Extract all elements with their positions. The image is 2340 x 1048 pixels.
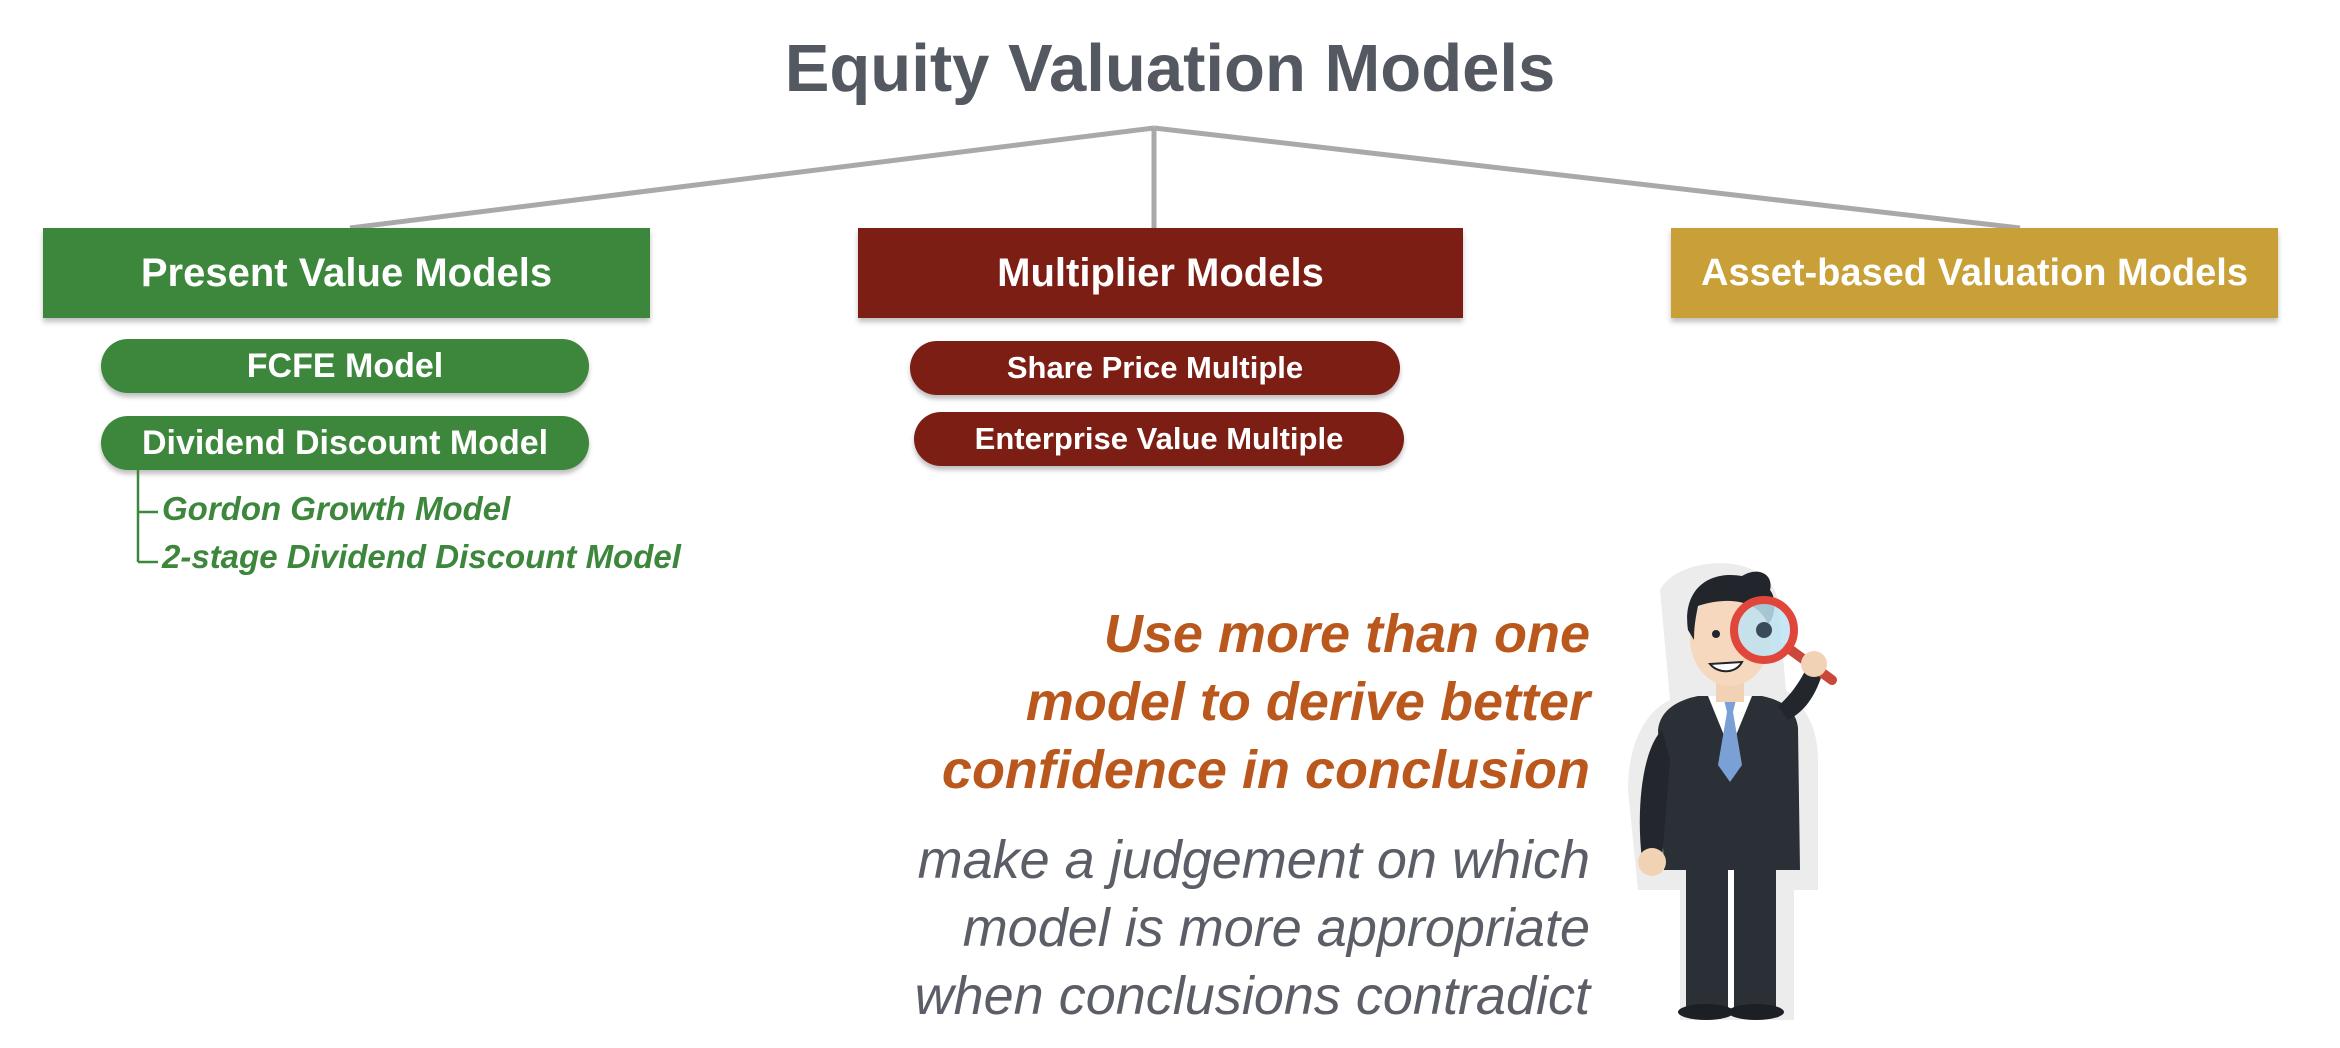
connector-left <box>349 125 1155 231</box>
model-enterprise-value-multiple: Enterprise Value Multiple <box>914 412 1404 466</box>
diagram-title: Equity Valuation Models <box>784 31 1556 106</box>
model-fcfe: FCFE Model <box>101 339 589 393</box>
secondary-message-line: model is more appropriate <box>962 898 1590 958</box>
key-message-line: confidence in conclusion <box>941 740 1590 800</box>
sub-model-two-stage-ddm: 2-stage Dividend Discount Model <box>162 538 681 575</box>
key-message-line: Use more than one <box>1103 604 1590 664</box>
category-multiplier-models: Multiplier Models <box>858 228 1463 318</box>
key-message: Use more than one model to derive better… <box>942 600 1590 804</box>
category-present-value-models: Present Value Models <box>43 228 650 318</box>
sub-model-gordon-growth: Gordon Growth Model <box>162 490 511 527</box>
sub-model-tree-lines <box>136 470 158 564</box>
category-asset-based-valuation-models: Asset-based Valuation Models <box>1671 228 2278 318</box>
secondary-message: make a judgement on which model is more … <box>915 826 1590 1030</box>
model-dividend-discount: Dividend Discount Model <box>101 416 589 470</box>
model-share-price-multiple: Share Price Multiple <box>910 341 1400 395</box>
key-message-line: model to derive better <box>1025 672 1590 732</box>
secondary-message-line: make a judgement on which <box>917 830 1590 890</box>
connector-right <box>1153 125 2021 231</box>
secondary-message-line: when conclusions contradict <box>914 966 1590 1026</box>
businessman-with-magnifying-glass-icon <box>1628 563 1837 1020</box>
